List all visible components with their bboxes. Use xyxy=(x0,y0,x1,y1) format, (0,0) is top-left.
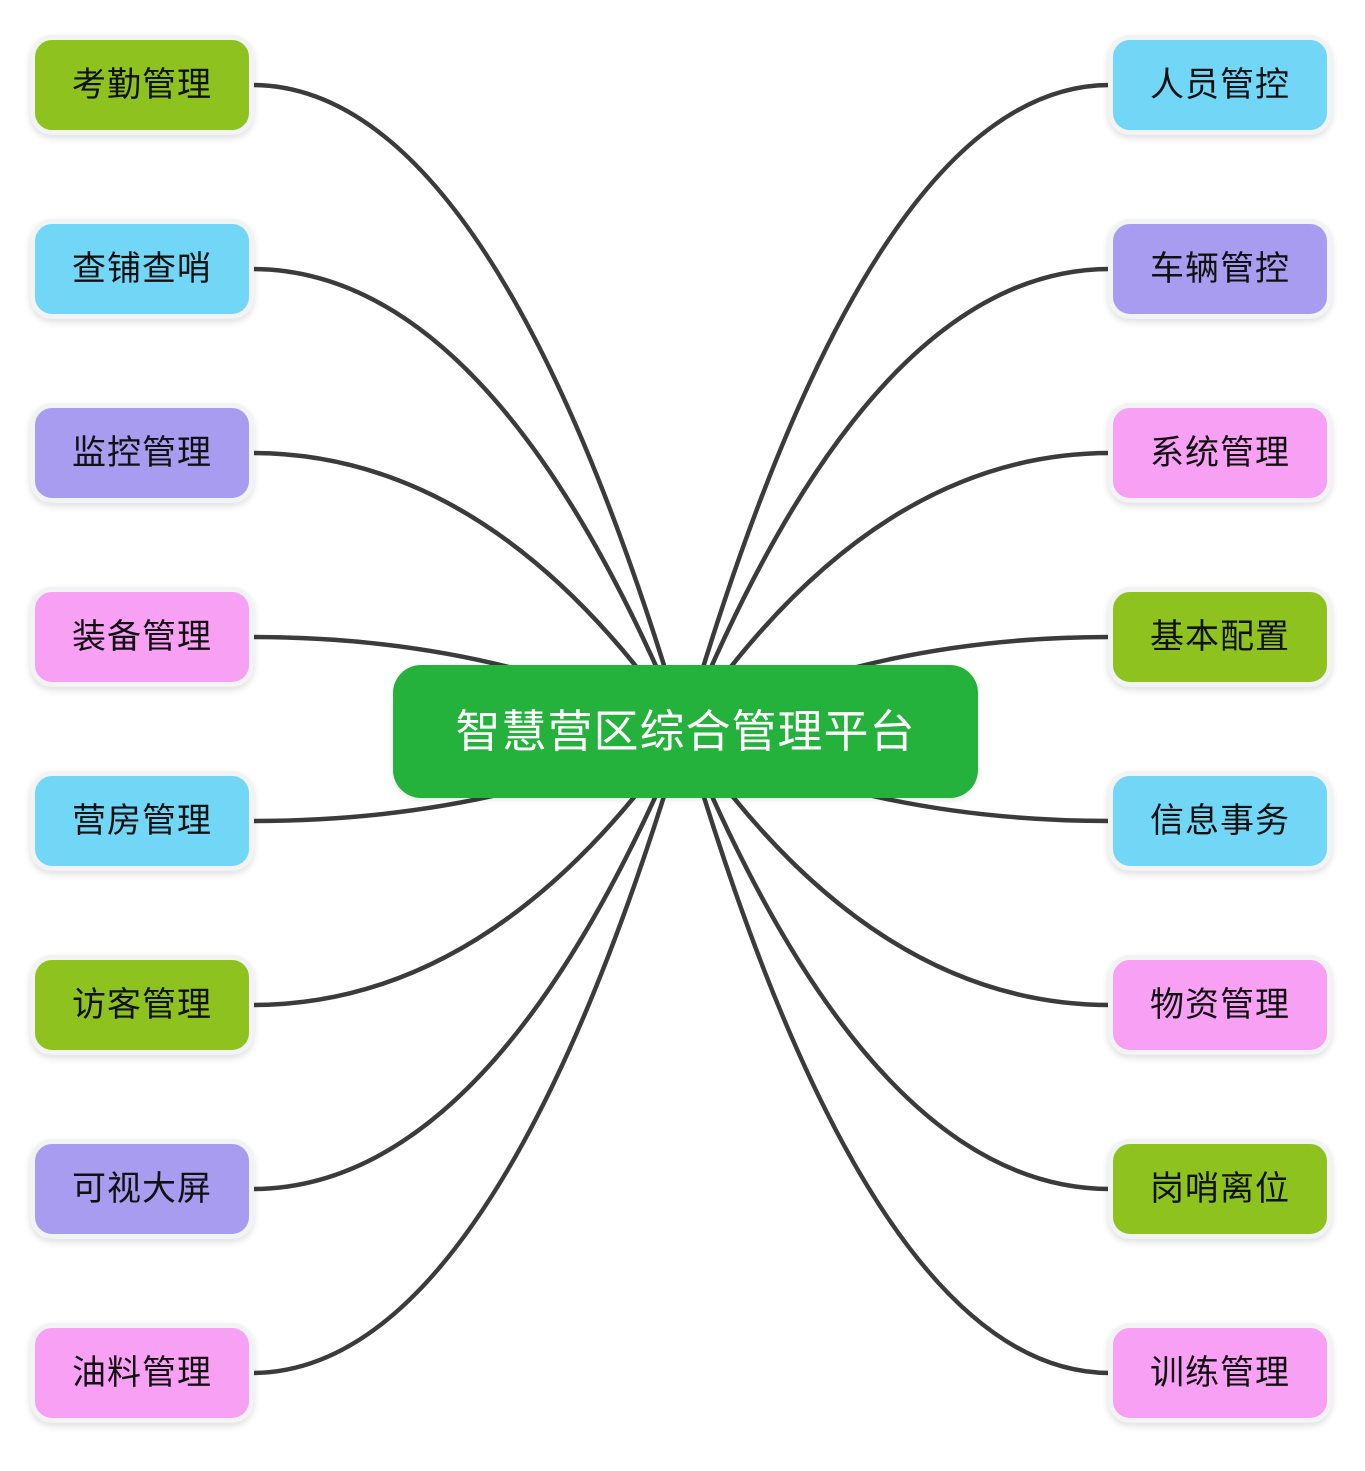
connector-line xyxy=(681,82,1113,734)
connector-line xyxy=(681,728,1113,1192)
connector-line xyxy=(249,82,687,734)
connector-line xyxy=(249,728,687,1376)
branch-node-label: 考勤管理 xyxy=(72,66,212,104)
branch-node[interactable]: 营房管理 xyxy=(30,771,254,871)
branch-node[interactable]: 油料管理 xyxy=(30,1323,254,1423)
branch-node[interactable]: 考勤管理 xyxy=(30,35,254,135)
branch-node-label: 车辆管控 xyxy=(1150,250,1290,288)
branch-node-label: 访客管理 xyxy=(72,986,212,1024)
branch-node-label: 物资管理 xyxy=(1150,986,1290,1024)
branch-node-label: 油料管理 xyxy=(72,1354,212,1392)
connector-line xyxy=(249,266,687,734)
branch-node-label: 可视大屏 xyxy=(72,1170,212,1208)
branch-node[interactable]: 访客管理 xyxy=(30,955,254,1055)
branch-node[interactable]: 可视大屏 xyxy=(30,1139,254,1239)
connector-line xyxy=(249,728,687,1192)
branch-node-label: 岗哨离位 xyxy=(1150,1170,1290,1208)
branch-node[interactable]: 车辆管控 xyxy=(1108,219,1332,319)
branch-node-label: 基本配置 xyxy=(1150,618,1290,656)
branch-node[interactable]: 人员管控 xyxy=(1108,35,1332,135)
branch-node[interactable]: 系统管理 xyxy=(1108,403,1332,503)
branch-node-label: 训练管理 xyxy=(1150,1354,1290,1392)
central-topic-label: 智慧营区综合管理平台 xyxy=(455,706,916,757)
branch-node-label: 营房管理 xyxy=(72,802,212,840)
branch-node[interactable]: 训练管理 xyxy=(1108,1323,1332,1423)
branch-node[interactable]: 信息事务 xyxy=(1108,771,1332,871)
branch-node[interactable]: 基本配置 xyxy=(1108,587,1332,687)
branch-node-label: 人员管控 xyxy=(1150,66,1290,104)
connector-line xyxy=(681,266,1113,734)
branch-node[interactable]: 装备管理 xyxy=(30,587,254,687)
branch-node-label: 查铺查哨 xyxy=(72,250,212,288)
branch-node-label: 系统管理 xyxy=(1150,434,1290,472)
branch-node[interactable]: 物资管理 xyxy=(1108,955,1332,1055)
branch-node[interactable]: 岗哨离位 xyxy=(1108,1139,1332,1239)
central-topic-node[interactable]: 智慧营区综合管理平台 xyxy=(393,665,978,798)
branch-node[interactable]: 监控管理 xyxy=(30,403,254,503)
branch-node-label: 装备管理 xyxy=(72,618,212,656)
branch-node-label: 信息事务 xyxy=(1150,802,1290,840)
branch-node-label: 监控管理 xyxy=(72,434,212,472)
connector-line xyxy=(681,728,1113,1376)
branch-node[interactable]: 查铺查哨 xyxy=(30,219,254,319)
